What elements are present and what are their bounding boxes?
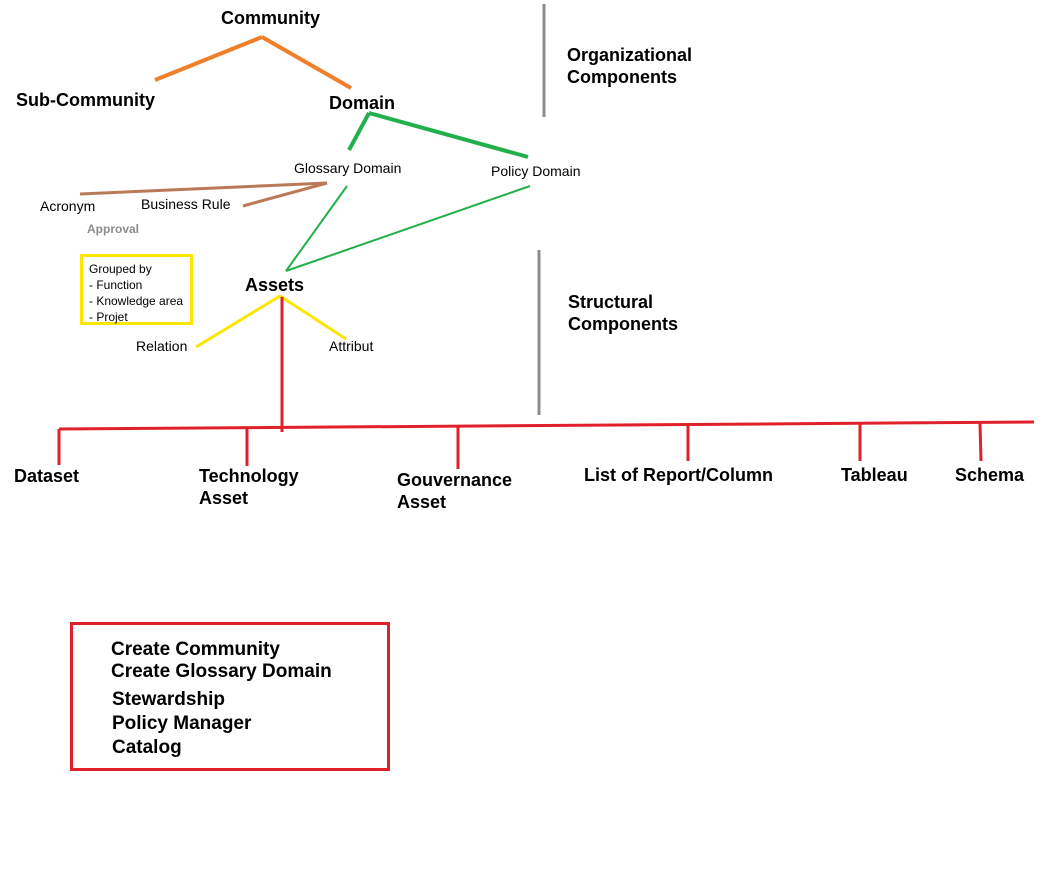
node-approval: Approval: [87, 222, 140, 236]
edge-glossary-businessrule: [242, 181, 328, 208]
label-structural-line2: Components: [568, 314, 678, 334]
node-relation: Relation: [136, 338, 188, 354]
node-technology-asset: Technology Asset: [199, 465, 299, 509]
grouped-by-box: Grouped by - Function - Knowledge area -…: [80, 254, 193, 325]
label-organizational-line2: Components: [567, 67, 677, 87]
node-technology-asset-line2: Asset: [199, 488, 249, 508]
node-business-rule: Business Rule: [141, 196, 231, 212]
edge-assets-relation: [195, 294, 281, 349]
edge-domain-policy: [368, 111, 529, 159]
action-catalog: Catalog: [112, 737, 182, 758]
edge-glossary-assets: [285, 185, 348, 272]
edge-children-bus: [58, 420, 1035, 431]
node-dataset: Dataset: [14, 466, 80, 486]
edge-domain-glossary: [347, 112, 371, 151]
grouped-by-item: - Projet: [89, 310, 128, 324]
action-create-community: Create Community: [111, 639, 280, 660]
action-stewardship: Stewardship: [112, 689, 225, 710]
label-structural-components: Structural Components: [568, 291, 678, 335]
tick-schema: [978, 422, 983, 462]
action-policy-manager: Policy Manager: [112, 713, 252, 734]
node-tableau: Tableau: [841, 465, 908, 485]
node-community: Community: [221, 8, 320, 28]
node-acronym: Acronym: [40, 198, 96, 214]
node-glossary-domain: Glossary Domain: [294, 160, 402, 176]
edge-community-subcommunity: [154, 35, 263, 82]
action-create-glossary-domain: Create Glossary Domain: [111, 661, 332, 682]
label-structural-line1: Structural: [568, 292, 654, 312]
grouped-by-item: - Knowledge area: [89, 294, 184, 308]
grouped-by-item: - Function: [89, 278, 143, 292]
edge-assets-attribut: [279, 294, 347, 341]
node-schema: Schema: [955, 465, 1025, 485]
node-list-of-report-column: List of Report/Column: [584, 465, 773, 485]
label-organizational-line1: Organizational: [567, 45, 693, 65]
node-attribut: Attribut: [329, 338, 374, 354]
node-technology-asset-line1: Technology: [199, 466, 299, 486]
node-domain: Domain: [329, 93, 396, 113]
label-organizational-components: Organizational Components: [567, 44, 692, 88]
node-sub-community: Sub-Community: [16, 90, 155, 110]
grouped-by-title: Grouped by: [89, 262, 152, 276]
node-gouvernance-asset-line2: Asset: [397, 492, 447, 512]
node-assets: Assets: [245, 275, 305, 295]
node-gouvernance-asset: Gouvernance Asset: [397, 469, 512, 513]
edge-community-domain: [261, 35, 352, 90]
edge-glossary-acronym: [79, 181, 328, 196]
edge-policy-assets: [285, 185, 531, 272]
actions-box: Create Community Create Glossary Domain …: [70, 622, 390, 771]
node-policy-domain: Policy Domain: [491, 163, 581, 179]
node-gouvernance-asset-line1: Gouvernance: [397, 470, 513, 490]
